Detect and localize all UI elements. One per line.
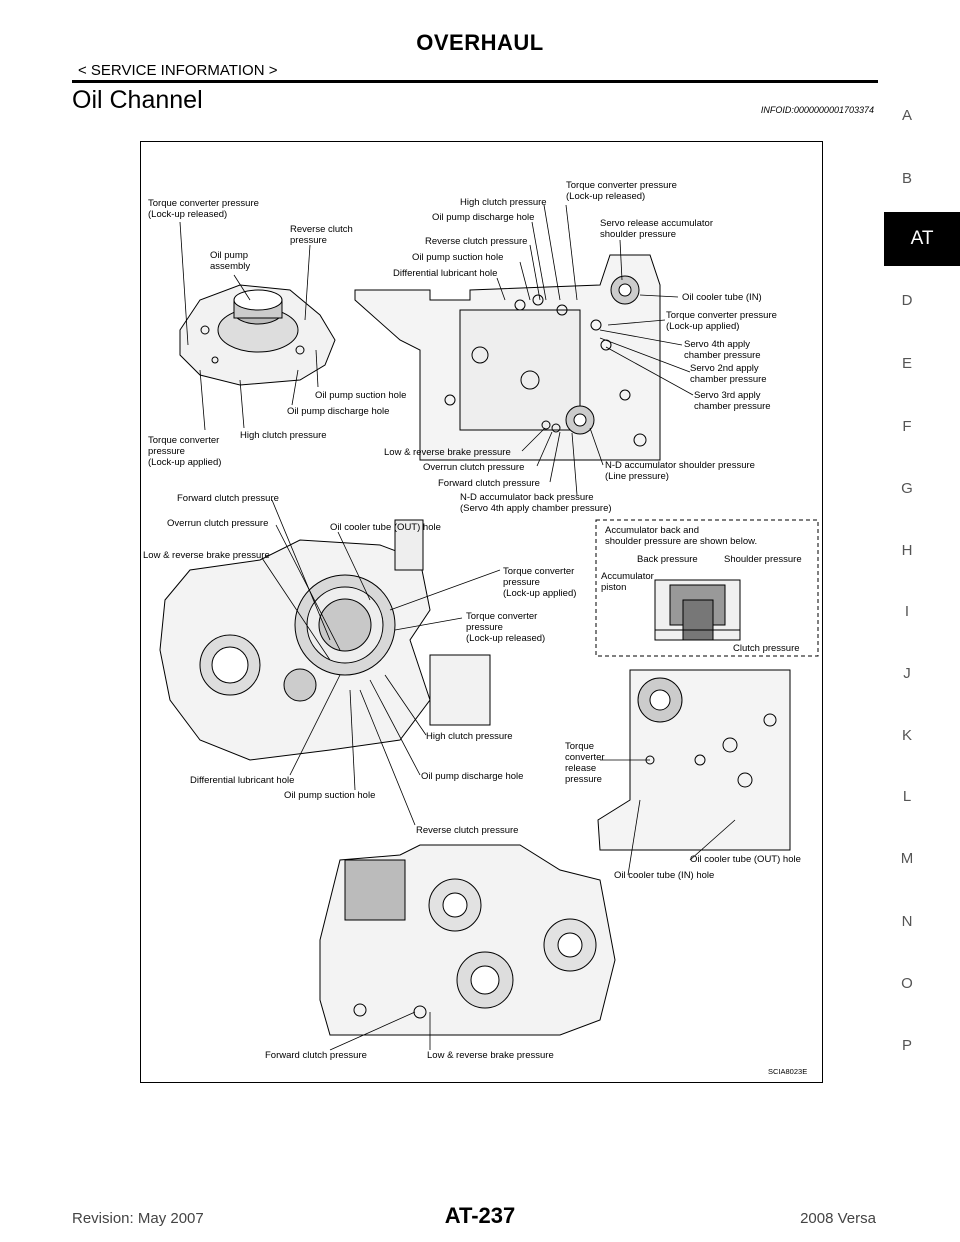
label-tc-applied-2: Torque converter pressure (Lock-up appli… xyxy=(666,310,777,332)
label-oil-cooler-out-2: Oil cooler tube (OUT) hole xyxy=(690,854,801,865)
side-tab-at-active[interactable]: AT xyxy=(884,212,960,266)
label-oil-pump-suction-2: Oil pump suction hole xyxy=(412,252,504,263)
breadcrumb: < SERVICE INFORMATION > xyxy=(78,62,278,79)
side-tab-b[interactable]: B xyxy=(901,170,912,187)
label-oil-pump-discharge-3: Oil pump discharge hole xyxy=(421,771,524,782)
label-low-reverse-1: Low & reverse brake pressure xyxy=(384,447,511,458)
side-tab-g[interactable]: G xyxy=(901,480,913,497)
header-divider xyxy=(72,80,878,83)
label-high-clutch-2: High clutch pressure xyxy=(460,197,547,208)
lower-valve-body-drawing xyxy=(597,669,791,851)
label-tc-released-1: Torque converter pressure (Lock-up relea… xyxy=(148,198,259,220)
label-forward-3: Forward clutch pressure xyxy=(265,1050,367,1061)
label-high-clutch-1: High clutch pressure xyxy=(240,430,327,441)
valve-body-drawing xyxy=(354,254,661,461)
label-reverse-clutch-3: Reverse clutch pressure xyxy=(416,825,519,836)
label-high-clutch-3: High clutch pressure xyxy=(426,731,513,742)
label-low-reverse-2: Low & reverse brake pressure xyxy=(143,550,270,561)
label-tc-release-pressure: Torque converter release pressure xyxy=(565,741,605,785)
label-tc-released-2: Torque converter pressure (Lock-up relea… xyxy=(566,180,677,202)
oil-pump-assembly-drawing xyxy=(179,284,336,386)
transmission-case-drawing xyxy=(319,844,616,1036)
label-oil-cooler-in-hole: Oil cooler tube (IN) hole xyxy=(614,870,715,881)
side-tab-n[interactable]: N xyxy=(901,913,913,930)
info-id: INFOID:0000000001703374 xyxy=(760,105,874,115)
oil-channel-figure xyxy=(140,141,823,1083)
label-tc-applied-3: Torque converter pressure (Lock-up appli… xyxy=(503,566,577,599)
label-back-pressure: Back pressure xyxy=(637,554,698,565)
label-servo-2nd: Servo 2nd apply chamber pressure xyxy=(690,363,767,385)
label-servo-release: Servo release accumulator shoulder press… xyxy=(600,218,713,240)
label-overrun-2: Overrun clutch pressure xyxy=(167,518,269,529)
page-number: AT-237 xyxy=(444,1203,516,1228)
label-accum-piston: Accumulator piston xyxy=(601,571,654,593)
label-tc-applied-1: Torque converter pressure (Lock-up appli… xyxy=(148,435,222,468)
side-tab-p[interactable]: P xyxy=(901,1037,912,1054)
figure-code: SCIA8023E xyxy=(768,1067,808,1076)
accumulator-detail-drawing xyxy=(595,519,819,657)
label-oil-pump-discharge-1: Oil pump discharge hole xyxy=(287,406,390,417)
label-oil-cooler-out-1: Oil cooler tube (OUT) hole xyxy=(330,522,441,533)
label-oil-pump-suction-3: Oil pump suction hole xyxy=(284,790,376,801)
label-servo-3rd: Servo 3rd apply chamber pressure xyxy=(694,390,771,412)
label-nd-back: N-D accumulator back pressure (Servo 4th… xyxy=(460,492,612,514)
side-tab-e[interactable]: E xyxy=(901,355,912,372)
label-servo-4th: Servo 4th apply chamber pressure xyxy=(684,339,761,361)
footer-model: 2008 Versa xyxy=(800,1210,876,1227)
label-diff-lub-1: Differential lubricant hole xyxy=(393,268,498,279)
label-forward-1: Forward clutch pressure xyxy=(438,478,540,489)
section-title: Oil Channel xyxy=(72,86,203,114)
label-clutch-pressure: Clutch pressure xyxy=(733,643,800,654)
label-diff-lub-2: Differential lubricant hole xyxy=(190,775,295,786)
side-tab-o[interactable]: O xyxy=(901,975,913,992)
side-tab-a[interactable]: A xyxy=(901,107,912,124)
label-accum-note: Accumulator back and shoulder pressure a… xyxy=(605,525,758,547)
label-tc-released-3: Torque converter pressure (Lock-up relea… xyxy=(466,611,546,644)
label-oil-pump-discharge-2: Oil pump discharge hole xyxy=(432,212,535,223)
side-tab-m[interactable]: M xyxy=(900,850,914,867)
side-tab-d[interactable]: D xyxy=(901,292,913,309)
side-tab-h[interactable]: H xyxy=(901,542,913,559)
label-oil-pump-suction-1: Oil pump suction hole xyxy=(315,390,407,401)
label-nd-shoulder: N-D accumulator shoulder pressure (Line … xyxy=(605,460,755,482)
label-oil-cooler-in: Oil cooler tube (IN) xyxy=(682,292,762,303)
label-overrun-1: Overrun clutch pressure xyxy=(423,462,525,473)
side-tab-f[interactable]: F xyxy=(902,418,912,435)
label-shoulder-pressure: Shoulder pressure xyxy=(724,554,802,565)
side-tab-j[interactable]: J xyxy=(903,665,911,682)
label-reverse-clutch-2: Reverse clutch pressure xyxy=(425,236,528,247)
label-low-reverse-3: Low & reverse brake pressure xyxy=(427,1050,554,1061)
label-oil-pump-assembly: Oil pump assembly xyxy=(210,250,251,272)
side-tab-l[interactable]: L xyxy=(902,788,912,805)
label-reverse-clutch-1: Reverse clutch pressure xyxy=(290,224,353,246)
side-tab-i[interactable]: I xyxy=(904,603,910,620)
page-header-title: OVERHAUL xyxy=(416,30,544,55)
side-tab-k[interactable]: K xyxy=(901,727,912,744)
footer-revision: Revision: May 2007 xyxy=(72,1210,204,1227)
label-forward-2: Forward clutch pressure xyxy=(177,493,279,504)
